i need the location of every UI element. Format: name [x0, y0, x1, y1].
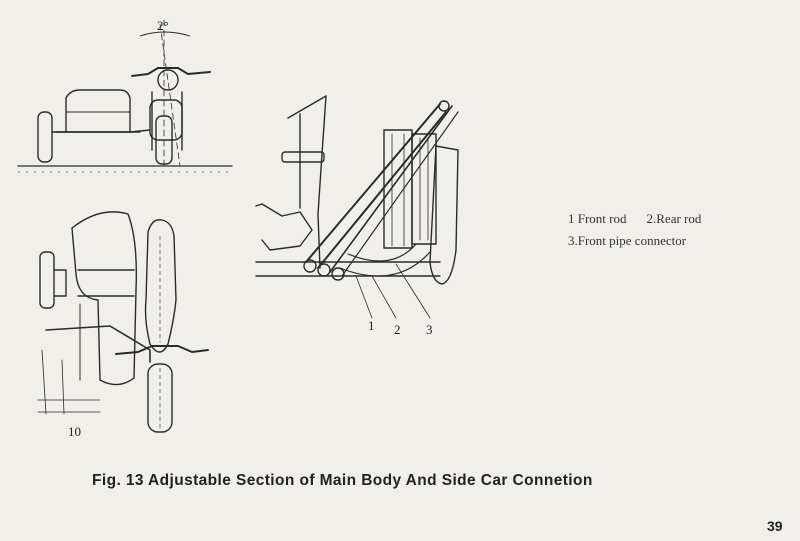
part-2-label: 2	[394, 322, 401, 337]
part-3-label: 3	[426, 322, 433, 337]
top-view-drawing	[37, 211, 209, 433]
part-1-label: 1	[368, 318, 375, 333]
detail-view-drawing	[255, 95, 459, 319]
legend-row-1: 1 Front rod 2.Rear rod	[568, 208, 701, 230]
page-number: 39	[767, 518, 783, 534]
legend-row-2: 3.Front pipe connector	[568, 230, 701, 252]
figure-caption: Fig. 13 Adjustable Section of Main Body …	[92, 472, 593, 489]
legend-item-rear-rod: 2.Rear rod	[646, 211, 702, 226]
legend-item-front-rod: 1 Front rod	[568, 211, 627, 226]
angle-marker-label: 2°	[157, 18, 169, 33]
front-view-drawing	[17, 19, 233, 173]
dimension-label: 10	[68, 424, 81, 439]
legend-item-front-pipe-connector: 3.Front pipe connector	[568, 233, 687, 248]
parts-legend: 1 Front rod 2.Rear rod 3.Front pipe conne…	[568, 208, 701, 252]
